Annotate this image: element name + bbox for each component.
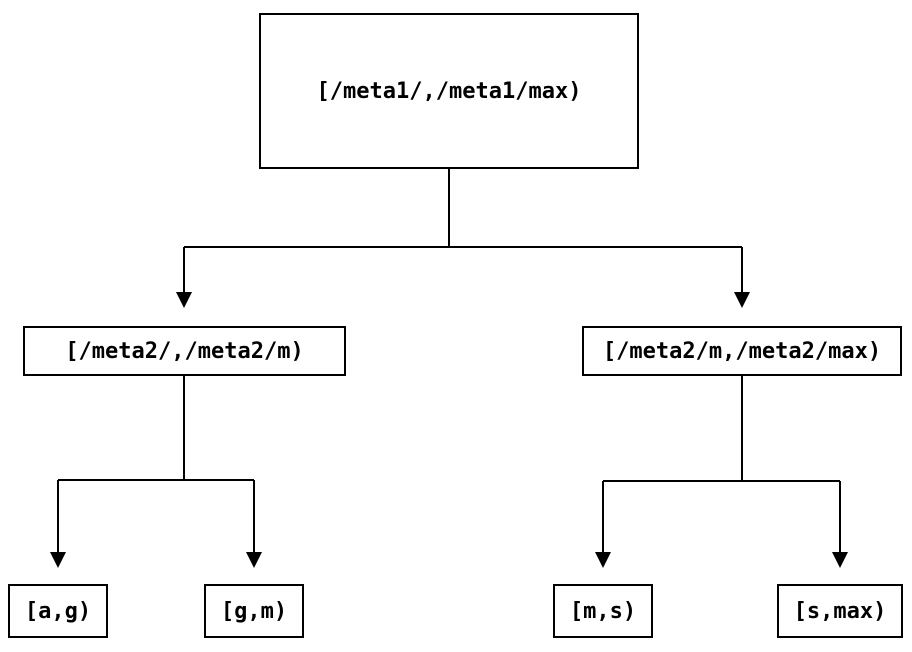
node-leaf-smax-interval: [s,max) — [777, 584, 903, 638]
node-leaf-ag-interval: [a,g) — [8, 584, 108, 638]
node-root-label: [/meta1/,/meta1/max) — [316, 78, 582, 104]
node-leaf-gm-interval: [g,m) — [204, 584, 304, 638]
arrow-down-icon — [832, 552, 848, 568]
node-root-interval: [/meta1/,/meta1/max) — [259, 13, 639, 169]
node-leaf-ag-label: [a,g) — [24, 598, 92, 624]
node-meta2-right-interval: [/meta2/m,/meta2/max) — [582, 326, 902, 376]
node-meta2-right-label: [/meta2/m,/meta2/max) — [602, 338, 882, 364]
node-leaf-ms-label: [m,s) — [569, 598, 637, 624]
node-leaf-ms-interval: [m,s) — [553, 584, 653, 638]
node-meta2-left-label: [/meta2/,/meta2/m) — [65, 338, 304, 364]
arrow-down-icon — [50, 552, 66, 568]
node-leaf-gm-label: [g,m) — [220, 598, 288, 624]
arrow-down-icon — [734, 292, 750, 308]
node-meta2-left-interval: [/meta2/,/meta2/m) — [23, 326, 346, 376]
arrow-down-icon — [246, 552, 262, 568]
node-leaf-smax-label: [s,max) — [793, 598, 887, 624]
arrow-down-icon — [176, 292, 192, 308]
arrow-down-icon — [595, 552, 611, 568]
